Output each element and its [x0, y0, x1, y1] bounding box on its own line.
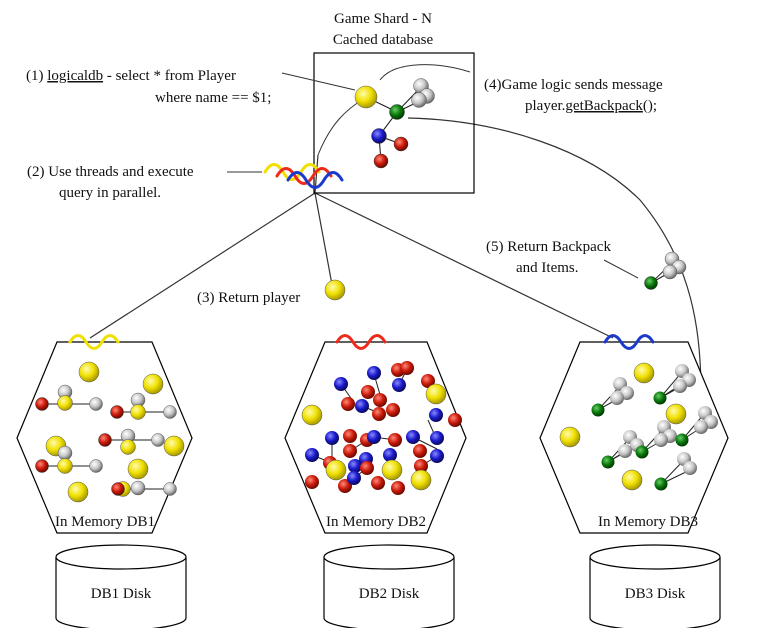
- db2-thread-wave: [335, 334, 387, 350]
- item-ball: [411, 92, 427, 108]
- step2-text-line2: query in parallel.: [59, 185, 161, 201]
- disk-db2: DB2 Disk: [323, 544, 455, 628]
- step5-text-line1: (5) Return Backpack: [486, 239, 611, 255]
- game-shard: Game Shard - N Cached database: [313, 11, 475, 194]
- step4-text-line1: (4)Game logic sends message: [484, 77, 663, 93]
- returned-player-ball: [324, 279, 346, 301]
- memory-db2-label: In Memory DB2: [326, 514, 426, 530]
- return-arc: [407, 117, 702, 421]
- step5-text-line2: and Items.: [516, 260, 578, 276]
- memory-db1-label: In Memory DB1: [55, 514, 155, 530]
- disk-db2-label: DB2 Disk: [359, 586, 420, 602]
- returned-backpack: [644, 251, 687, 290]
- memory-db2: In Memory DB2: [284, 334, 467, 534]
- backpack-ball: [389, 104, 405, 120]
- step3-text: (3) Return player: [197, 290, 300, 306]
- step1-text-line2: where name == $1;: [155, 90, 271, 106]
- step1-text: (1) logicaldb - select * from Player: [26, 68, 236, 84]
- memory-db3-label: In Memory DB3: [598, 514, 698, 530]
- shard-title: Game Shard - N: [334, 11, 432, 27]
- red-ball: [373, 153, 389, 169]
- shard-box: [313, 52, 475, 194]
- player-ball: [354, 85, 378, 109]
- db3-thread-wave: [603, 334, 655, 350]
- db1-thread-wave: [68, 334, 120, 350]
- blue-ball: [371, 128, 387, 144]
- step4-text-line2: player.getBackpack();: [525, 98, 657, 114]
- memory-db3: In Memory DB3: [539, 334, 729, 534]
- step2-text-line1: (2) Use threads and execute: [27, 164, 194, 180]
- disk-db1: DB1 Disk: [55, 544, 187, 628]
- disk-db3-label: DB3 Disk: [625, 586, 686, 602]
- disk-db1-label: DB1 Disk: [91, 586, 152, 602]
- red-ball: [393, 136, 409, 152]
- thread-waves: [263, 163, 344, 189]
- disk-db3: DB3 Disk: [589, 544, 721, 628]
- shard-subtitle: Cached database: [333, 32, 434, 48]
- memory-db1: In Memory DB1: [16, 334, 193, 534]
